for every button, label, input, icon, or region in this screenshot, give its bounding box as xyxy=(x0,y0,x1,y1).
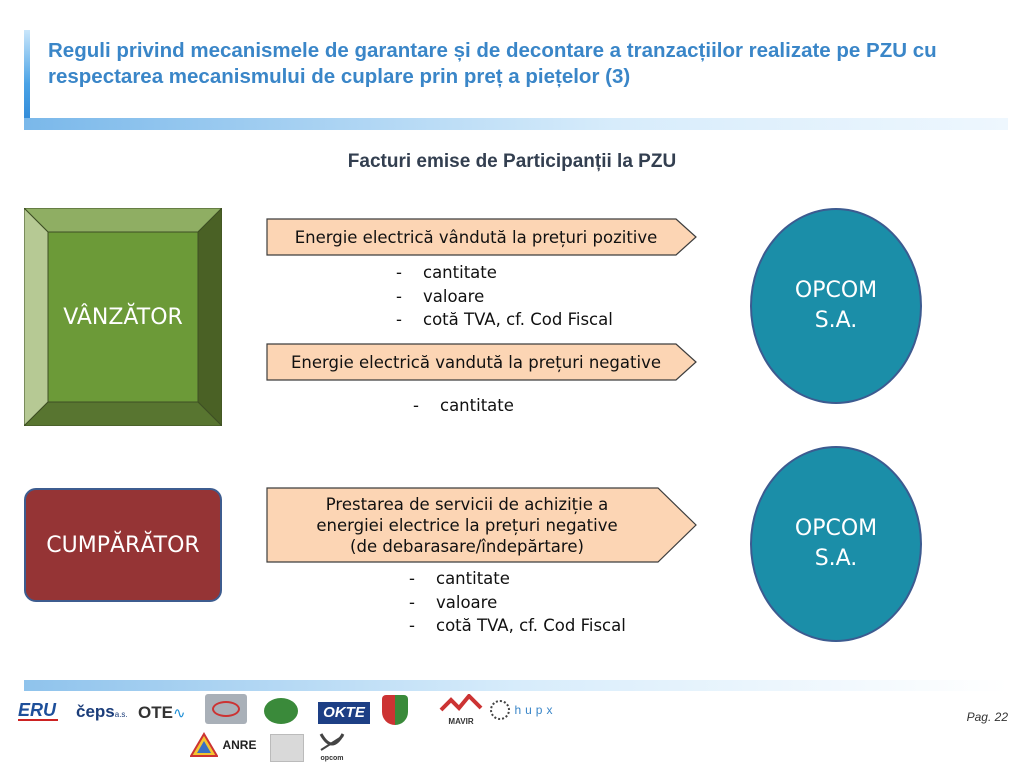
ceps-logo: čepsa.s. xyxy=(76,702,128,721)
list-item: -cantitate xyxy=(413,396,514,415)
list-vanzator-negative: -cantitate xyxy=(413,394,514,418)
party-name: OPCOM xyxy=(794,278,878,303)
vanzator-bevel-box xyxy=(24,208,222,426)
anre-logo: ANRE xyxy=(189,732,262,760)
cumparator-label: CUMPĂRĂTOR xyxy=(46,532,200,558)
operator-logo xyxy=(205,694,247,724)
list-item: -valoare xyxy=(409,592,498,612)
vanzator-label: VÂNZĂTOR xyxy=(63,304,183,330)
list-item: -cotă TVA, cf. Cod Fiscal xyxy=(409,616,626,635)
document-icon xyxy=(270,734,304,762)
opcom-circle-top: OPCOM S.A. xyxy=(750,208,922,404)
list-item: -cotă TVA, cf. Cod Fiscal xyxy=(396,310,613,329)
party-suffix: S.A. xyxy=(814,546,858,571)
arrow-pozitive-shape xyxy=(266,218,697,256)
arrow-servicii-label: Prestarea de servicii de achiziție a ene… xyxy=(316,494,618,556)
seal-logo xyxy=(262,696,302,726)
party-suffix: S.A. xyxy=(814,308,858,333)
title-underline xyxy=(24,118,1008,130)
slide-title: Reguli privind mecanismele de garantare … xyxy=(48,39,937,88)
list-item: -cantitate xyxy=(396,263,497,282)
arrow-negative-label: Energie electrică vandută la prețuri neg… xyxy=(291,352,661,372)
crest-logo xyxy=(380,692,410,728)
title-accent-bar xyxy=(24,30,30,128)
footer-divider xyxy=(24,680,1008,691)
opcom-circle-bottom: OPCOM S.A. xyxy=(750,446,922,642)
list-cumparator: -cantitate -valoare -cotă TVA, cf. Cod F… xyxy=(409,567,626,638)
party-name: OPCOM xyxy=(794,516,878,541)
arrow-servicii-shape xyxy=(266,487,697,563)
okte-logo: OKTE xyxy=(318,702,370,724)
ote-logo: OTE∿ xyxy=(138,703,186,722)
arrow-negative-shape xyxy=(266,343,697,381)
list-item: -cantitate xyxy=(409,569,510,588)
opcom-logo: opcom xyxy=(312,730,352,766)
cumparator-box: CUMPĂRĂTOR xyxy=(24,488,222,602)
page-number: Pag. 22 xyxy=(966,710,1008,724)
mavir-logo: MAVIR xyxy=(438,693,484,728)
list-vanzator-pozitive: -cantitate -valoare -cotă TVA, cf. Cod F… xyxy=(396,261,613,332)
list-item: -valoare xyxy=(396,286,485,306)
hupx-logo: hupx xyxy=(490,700,580,724)
eru-logo: ERU xyxy=(18,700,58,721)
arrow-pozitive-label: Energie electrică vândută la prețuri poz… xyxy=(294,227,658,247)
section-subtitle: Facturi emise de Participanții la PZU xyxy=(347,151,677,172)
